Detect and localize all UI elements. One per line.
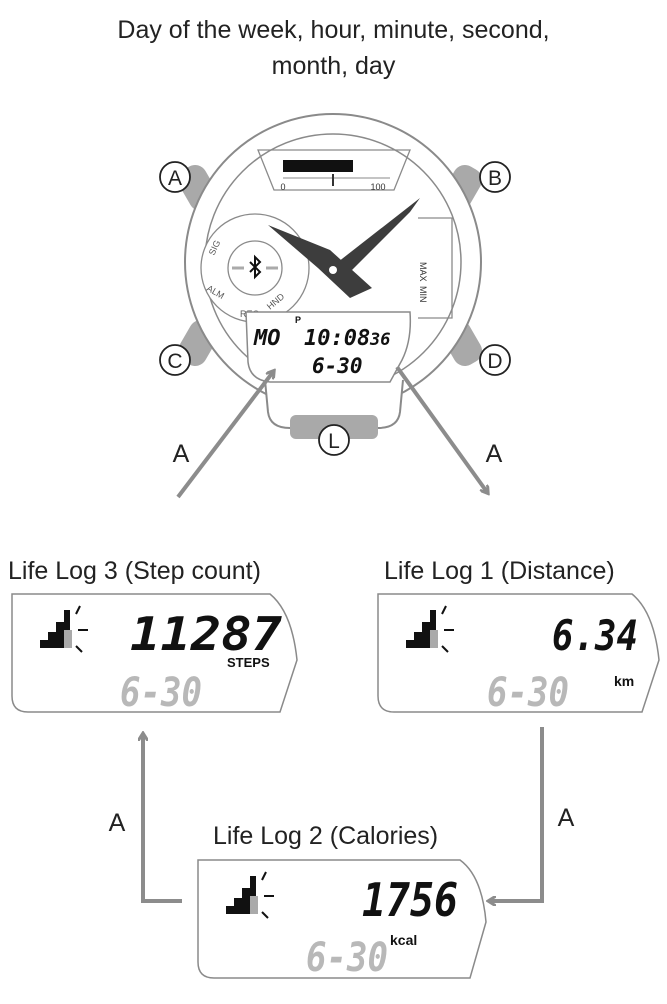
watch-illustration: 0 100 MAX MIN SIG ALM REC HND MO P 10:08…: [159, 113, 511, 456]
calories-date: 6-30: [306, 935, 388, 981]
button-b-label: B: [479, 161, 511, 193]
svg-text:C: C: [167, 350, 182, 373]
gauge-bar: [283, 160, 353, 172]
arrow-label-bottom-right: A: [558, 804, 575, 832]
lcd-panel-distance: 6.34 km 6-30: [377, 593, 660, 716]
caption-line-1: Day of the week, hour, minute, second,: [117, 16, 550, 44]
svg-text:D: D: [487, 350, 502, 373]
calories-value: 1756: [362, 873, 458, 927]
lcd-day: MO: [253, 326, 281, 351]
svg-text:B: B: [488, 167, 502, 190]
lcd-date: 6-30: [312, 354, 363, 378]
arrow-to-calories: [490, 727, 544, 901]
button-l-label: L: [318, 424, 350, 456]
arrow-to-watch: [176, 372, 273, 499]
svg-text:L: L: [328, 430, 340, 453]
arrow-to-steps: [143, 735, 182, 903]
activity-graph-icon: [396, 605, 454, 653]
activity-graph-icon: [30, 605, 88, 653]
watch-lcd: [245, 311, 412, 383]
lcd-pm-indicator: P: [295, 315, 301, 325]
button-a-label: A: [159, 161, 191, 193]
steps-value: 11287: [130, 607, 282, 661]
distance-unit: km: [614, 673, 634, 689]
gauge-frame: [257, 149, 411, 191]
gauge-max-label: 100: [370, 182, 385, 192]
lcd-panel-steps: 11287 STEPS 6-30: [11, 593, 298, 716]
calories-unit: kcal: [390, 932, 417, 948]
right-index-frame: [418, 217, 453, 319]
life-log-distance-title: Life Log 1 (Distance): [384, 557, 615, 585]
lcd-time: 10:08: [304, 326, 370, 351]
svg-text:A: A: [168, 167, 182, 190]
flow-arrows: A A A A: [109, 365, 575, 903]
steps-date: 6-30: [120, 670, 202, 716]
activity-graph-icon: [216, 871, 274, 919]
button-c-label: C: [159, 344, 191, 376]
button-d-label: D: [479, 344, 511, 376]
life-log-steps-title: Life Log 3 (Step count): [8, 557, 261, 585]
minute-hand: [338, 198, 420, 270]
bluetooth-icon: [232, 254, 278, 280]
max-label: MAX: [418, 262, 428, 282]
arrow-label-bottom-left: A: [109, 809, 126, 837]
gauge-min-label: 0: [280, 182, 285, 192]
distance-value: 6.34: [552, 611, 638, 660]
min-label: MIN: [418, 286, 428, 303]
arrow-label-left: A: [173, 440, 190, 468]
life-log-calories-title: Life Log 2 (Calories): [213, 822, 439, 850]
hand-pin: [329, 266, 337, 274]
lcd-seconds: 36: [369, 330, 390, 350]
hour-hand: [268, 225, 372, 298]
lcd-panel-calories: 1756 kcal 6-30: [197, 859, 487, 981]
steps-unit: STEPS: [227, 655, 270, 670]
arrow-to-distance: [395, 365, 487, 492]
distance-date: 6-30: [487, 670, 569, 716]
arrow-label-right: A: [486, 440, 503, 468]
caption-line-2: month, day: [271, 52, 396, 80]
